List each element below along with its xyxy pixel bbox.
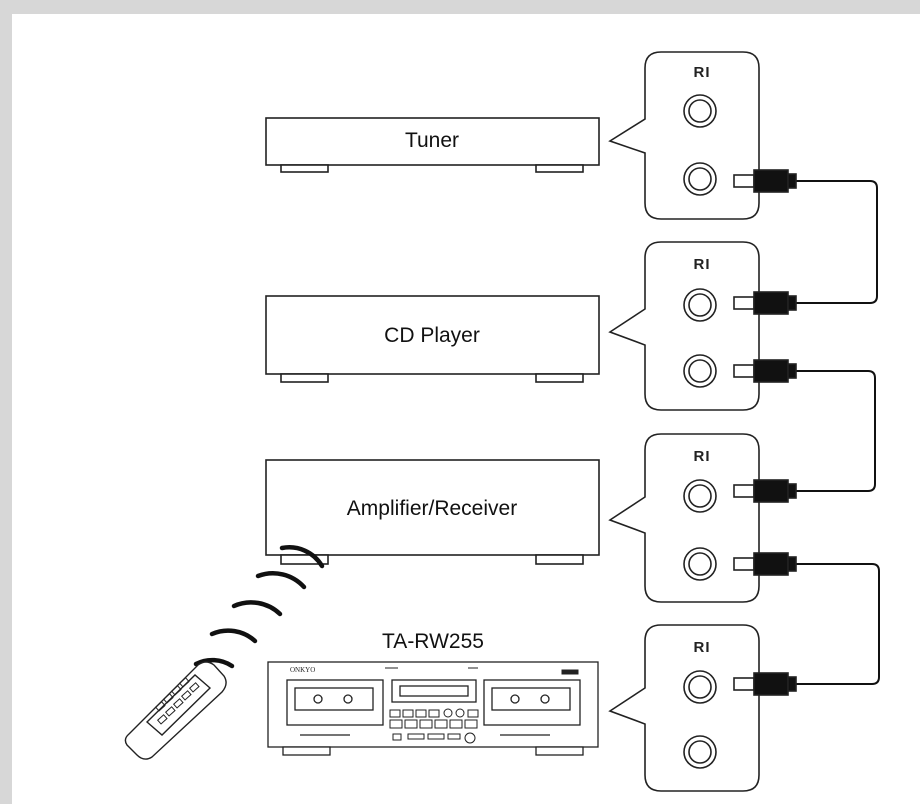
ri-logo: RI bbox=[693, 448, 711, 465]
plug bbox=[733, 479, 797, 503]
plug bbox=[733, 552, 797, 576]
brand-logo: ONKYO bbox=[290, 666, 315, 674]
ri-panel-amplifier bbox=[608, 433, 760, 603]
ri-logo: RI bbox=[693, 64, 711, 81]
ri-panel-tuner bbox=[608, 51, 760, 220]
ri-logo: RI bbox=[693, 256, 711, 273]
ri-cables bbox=[795, 180, 880, 685]
plug bbox=[733, 169, 797, 193]
ri-panel-tape-deck bbox=[608, 624, 760, 792]
signal-waves bbox=[193, 545, 325, 669]
ri-panel-cd-player bbox=[608, 241, 760, 411]
tape-deck-unit: ONKYO bbox=[267, 661, 599, 756]
tuner-unit bbox=[265, 117, 600, 173]
cd-player-label: CD Player bbox=[384, 324, 480, 347]
plug bbox=[733, 359, 797, 383]
cd-player-unit bbox=[265, 295, 600, 383]
tuner-label: Tuner bbox=[404, 129, 460, 152]
ri-plugs bbox=[733, 169, 797, 696]
plug bbox=[733, 291, 797, 315]
amplifier-unit bbox=[265, 459, 600, 565]
ri-logo: RI bbox=[693, 639, 711, 656]
amplifier-label: Amplifier/Receiver bbox=[346, 497, 518, 520]
plug bbox=[733, 672, 797, 696]
remote-control bbox=[124, 661, 227, 760]
tape-deck-label: TA-RW255 bbox=[382, 630, 484, 653]
